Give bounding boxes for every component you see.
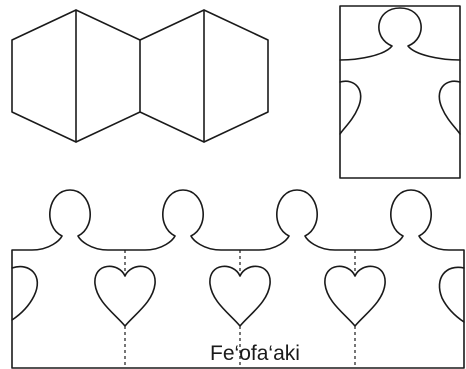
template-right-half-heart xyxy=(438,80,461,135)
chain-left-half-heart xyxy=(11,265,39,321)
chain-right-half-heart xyxy=(438,266,465,323)
template-left-half-heart xyxy=(339,80,362,135)
template-figure-outline xyxy=(339,7,461,61)
figure-template xyxy=(339,5,461,179)
chain-fold-lines xyxy=(124,250,356,366)
folded-paper-illustration xyxy=(11,9,269,143)
caption-label: Fe‘ofa‘aki xyxy=(210,342,300,365)
accordion-fold-outline xyxy=(11,9,269,143)
paper-doll-chain xyxy=(11,189,465,369)
chain-outline xyxy=(11,189,465,369)
template-frame xyxy=(339,5,461,179)
